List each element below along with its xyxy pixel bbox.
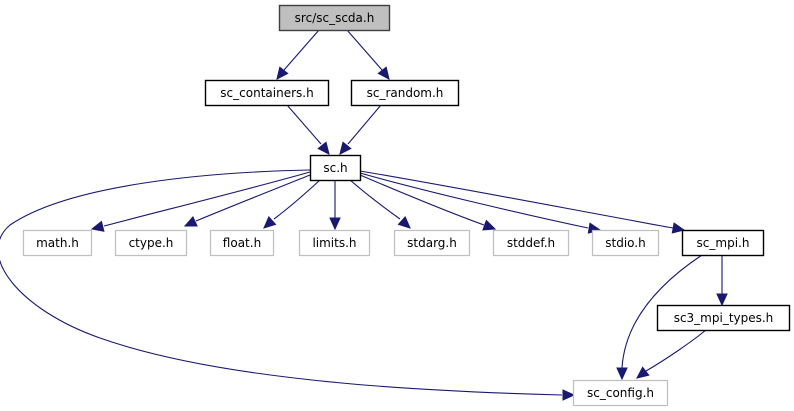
node-float: float.h	[209, 229, 275, 257]
node-box	[393, 229, 471, 257]
arrowhead-icon	[716, 293, 728, 307]
edge-sc-to-math	[90, 171, 311, 232]
node-label: stdio.h	[605, 236, 645, 250]
node-box	[350, 79, 460, 107]
node-box	[309, 154, 362, 182]
node-label: limits.h	[312, 236, 356, 250]
edge-line	[359, 170, 674, 229]
edge-sc-mpi-to-sc3-mpi-types	[716, 255, 728, 307]
arrowhead-icon	[636, 366, 650, 379]
node-label: float.h	[223, 236, 261, 250]
nodes-layer: src/sc_scda.h sc_containers.h sc_random.hs…	[22, 4, 791, 407]
arrowhead-icon	[671, 222, 686, 234]
arrowhead-icon	[377, 66, 390, 80]
node-box	[656, 304, 791, 332]
node-label: ctype.h	[129, 236, 174, 250]
edge-line	[346, 29, 383, 71]
arrowhead-icon	[562, 389, 576, 401]
edge-sc-random-to-sc	[339, 104, 382, 155]
edge-sc-containers-to-sc	[286, 104, 330, 155]
node-label: stdarg.h	[407, 236, 457, 250]
edge-line	[349, 179, 401, 220]
arrowhead-icon	[397, 216, 411, 229]
arrowhead-icon	[276, 66, 289, 80]
node-box	[278, 4, 391, 32]
edge-sc-scda-to-sc-containers	[276, 29, 320, 80]
edge-sc-to-stddef	[359, 174, 497, 231]
node-label: sc.h	[323, 161, 347, 175]
edge-line	[621, 254, 703, 369]
node-box	[591, 229, 660, 257]
edge-sc-to-float	[263, 179, 321, 229]
edge-sc-mpi-to-sc-config	[616, 254, 703, 381]
node-box	[492, 229, 570, 257]
edge-line	[645, 329, 707, 372]
node-limits: limits.h	[298, 229, 371, 257]
node-sc-containers[interactable]: sc_containers.h	[204, 79, 330, 107]
node-box	[204, 79, 330, 107]
edges-layer	[0, 29, 728, 401]
node-label: stddef.h	[507, 236, 555, 250]
node-label: sc3_mpi_types.h	[674, 311, 774, 325]
node-box	[209, 229, 275, 257]
node-box	[22, 229, 93, 257]
node-box	[114, 229, 188, 257]
node-sc-random[interactable]: sc_random.h	[350, 79, 460, 107]
edge-line	[359, 172, 589, 229]
arrowhead-icon	[339, 141, 352, 155]
node-label: src/sc_scda.h	[295, 11, 375, 25]
node-stdarg: stdarg.h	[393, 229, 471, 257]
node-label: sc_containers.h	[220, 86, 313, 100]
node-box	[681, 229, 765, 257]
node-sc-scda[interactable]: src/sc_scda.h	[278, 4, 391, 32]
edge-line	[286, 104, 322, 145]
edge-sc-to-limits	[329, 180, 341, 231]
edge-line	[347, 104, 382, 145]
edge-sc-to-sc-mpi	[359, 170, 686, 234]
node-box	[572, 379, 669, 407]
edge-line	[103, 171, 311, 227]
node-sc-mpi[interactable]: sc_mpi.h	[681, 229, 765, 257]
node-label: sc_config.h	[587, 386, 654, 400]
edge-sc-to-ctype	[183, 174, 311, 227]
edge-line	[195, 174, 311, 222]
arrowhead-icon	[329, 217, 341, 231]
node-sc3-mpi-types[interactable]: sc3_mpi_types.h	[656, 304, 791, 332]
node-stddef: stddef.h	[492, 229, 570, 257]
node-sc[interactable]: sc.h	[309, 154, 362, 182]
edge-sc-scda-to-sc-random	[346, 29, 390, 80]
edge-line	[283, 29, 320, 71]
node-sc-config: sc_config.h	[572, 379, 669, 407]
node-stdio: stdio.h	[591, 229, 660, 257]
arrowhead-icon	[90, 220, 105, 232]
arrowhead-icon	[263, 216, 277, 229]
edge-sc-to-sc-config	[0, 169, 576, 401]
arrowhead-icon	[183, 215, 198, 227]
edge-sc-to-stdarg	[349, 179, 411, 229]
node-math: math.h	[22, 229, 93, 257]
node-label: sc_mpi.h	[697, 236, 750, 250]
edge-line	[273, 179, 321, 220]
arrowhead-icon	[317, 141, 330, 155]
node-box	[298, 229, 371, 257]
node-label: math.h	[36, 236, 79, 250]
edge-sc3-mpi-types-to-sc-config	[636, 329, 707, 379]
node-label: sc_random.h	[367, 86, 444, 100]
edge-line	[359, 174, 485, 226]
node-ctype: ctype.h	[114, 229, 188, 257]
arrowhead-icon	[616, 367, 628, 381]
arrowhead-icon	[482, 219, 497, 231]
edge-line	[0, 169, 563, 396]
